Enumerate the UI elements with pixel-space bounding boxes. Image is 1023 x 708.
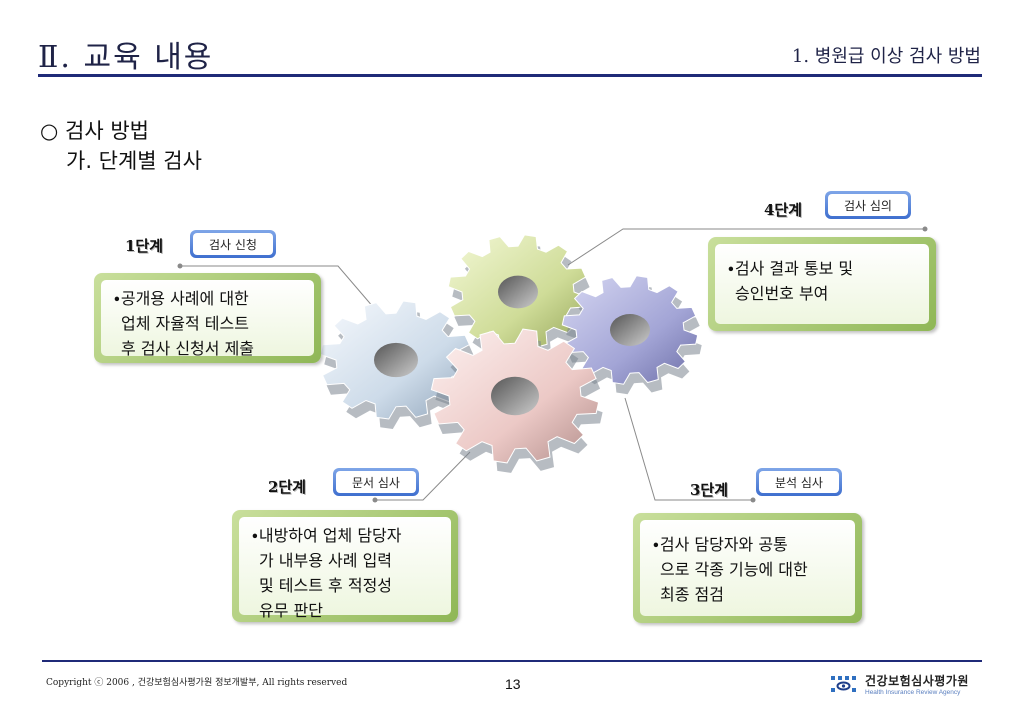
gear-blue-hole [374, 342, 418, 378]
stage3-line: 으로 각종 기능에 대한 [660, 560, 808, 579]
section-heading-block: ○ 검사 방법 가. 단계별 검사 [40, 116, 202, 177]
stage3-line: 최종 점검 [660, 585, 724, 604]
stage4-text: ∙검사 결과 통보 및 승인번호 부여 [715, 244, 929, 324]
stage2-tag: 문서 심사 [333, 468, 419, 496]
stage2-tag-text: 문서 심사 [336, 471, 416, 493]
stage4-tag-text: 검사 심의 [828, 194, 908, 216]
stage4-line: ∙검사 결과 통보 및 [727, 259, 854, 278]
gear-stage3-icon [561, 275, 702, 395]
hira-logo-icon [831, 676, 856, 692]
connector-stage4 [567, 228, 925, 266]
connector-stage1 [180, 265, 381, 316]
stage2-line: 가 내부용 사례 입력 [259, 551, 393, 570]
stage2-line: 유무 판단 [259, 601, 323, 620]
stage1-line: ∙공개용 사례에 대한 [113, 289, 249, 308]
stage3-tag: 분석 심사 [756, 468, 842, 496]
stage1-box: ∙공개용 사례에 대한 업체 자율적 테스트 후 검사 신청서 제출 [94, 273, 321, 363]
stage1-line: 업체 자율적 테스트 [121, 314, 249, 333]
stage2-line: 및 테스트 후 적정성 [259, 576, 393, 595]
stage3-line: ∙검사 담당자와 공통 [652, 535, 788, 554]
section-heading: ○ 검사 방법 [40, 119, 149, 143]
gear-stage2-icon [430, 328, 603, 473]
stage1-tag-text: 검사 신청 [193, 233, 273, 255]
stage4-label: 4단계 [764, 201, 803, 219]
logo-english-text: Health Insurance Review Agency [865, 689, 961, 696]
copyright-text: Copyright ⓒ 2006 , 건강보험심사평가원 정보개발부, All … [46, 678, 348, 688]
stage4-tag: 검사 심의 [825, 191, 911, 219]
hira-logo: 건강보험심사평가원 Health Insurance Review Agency [830, 672, 969, 696]
gear-pink-hole [491, 376, 539, 416]
gear-green-hole [498, 275, 538, 309]
page-number: 13 [505, 676, 521, 692]
stage1-text: ∙공개용 사례에 대한 업체 자율적 테스트 후 검사 신청서 제출 [101, 280, 314, 358]
connector-dots [177, 226, 928, 503]
page-title: Ⅱ. 교육 내용 [38, 40, 214, 75]
stage2-box: ∙내방하여 업체 담당자 가 내부용 사례 입력 및 테스트 후 적정성 유무 … [232, 510, 458, 622]
page-subtitle: 1. 병원급 이상 검사 방법 [791, 46, 981, 67]
gear-stage4-icon [447, 234, 592, 360]
stage3-label: 3단계 [690, 481, 729, 499]
connector-stage3 [624, 397, 753, 501]
gear-purple-hole [610, 314, 650, 346]
stage3-text: ∙검사 담당자와 공통 으로 각종 기능에 대한 최종 점검 [640, 520, 855, 616]
logo-korean-text: 건강보험심사평가원 [865, 674, 969, 688]
section-subheading: 가. 단계별 검사 [66, 149, 202, 174]
stage3-box: ∙검사 담당자와 공통 으로 각종 기능에 대한 최종 점검 [633, 513, 862, 623]
header-divider [38, 74, 982, 77]
connector-stage2 [375, 451, 471, 501]
stage1-line: 후 검사 신청서 제출 [121, 339, 255, 358]
footer-divider [42, 660, 982, 662]
stage2-text: ∙내방하여 업체 담당자 가 내부용 사례 입력 및 테스트 후 적정성 유무 … [239, 517, 451, 620]
stage1-label: 1단계 [125, 237, 164, 255]
stage4-line: 승인번호 부여 [735, 284, 829, 303]
stage2-label: 2단계 [268, 478, 307, 496]
stage4-box: ∙검사 결과 통보 및 승인번호 부여 [708, 237, 936, 331]
connector-lines [180, 228, 925, 501]
stage1-tag: 검사 신청 [190, 230, 276, 258]
stage2-line: ∙내방하여 업체 담당자 [251, 526, 402, 545]
stage3-tag-text: 분석 심사 [759, 471, 839, 493]
